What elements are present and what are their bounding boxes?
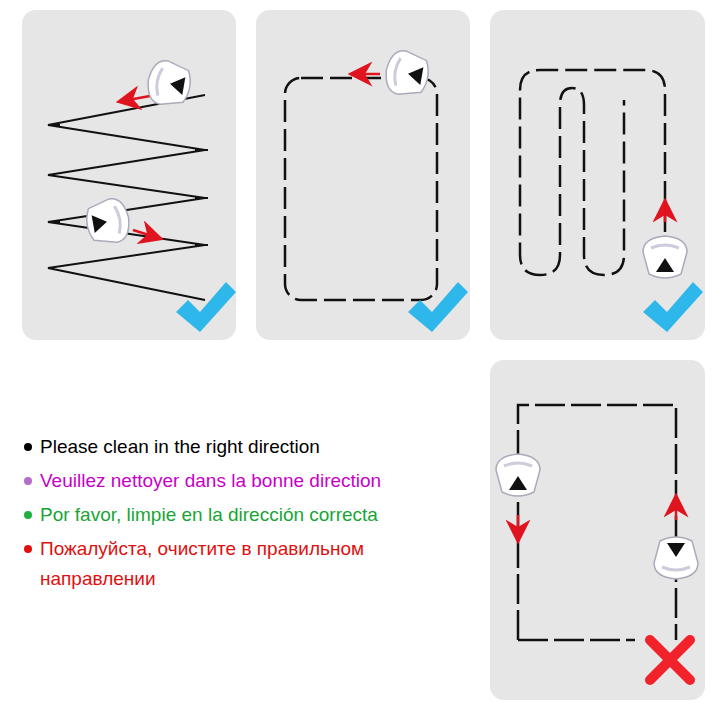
bullet bbox=[24, 477, 32, 485]
meander-path bbox=[520, 70, 665, 275]
instruction-text: Por favor, limpie en la dirección correc… bbox=[40, 500, 460, 530]
cross-mark bbox=[650, 640, 690, 680]
bullet bbox=[24, 443, 32, 451]
zigzag-path bbox=[48, 95, 205, 300]
loop-path bbox=[285, 78, 437, 300]
instruction-text: Veuillez nettoyer dans la bonne directio… bbox=[40, 466, 460, 496]
bullet bbox=[24, 545, 32, 553]
wrong-path bbox=[518, 405, 676, 640]
panel bbox=[22, 10, 705, 700]
bullet bbox=[24, 511, 32, 519]
instruction-text: Пожалуйста, очистите в правильном направ… bbox=[40, 534, 460, 594]
instruction-text: Please clean in the right direction bbox=[40, 432, 460, 462]
